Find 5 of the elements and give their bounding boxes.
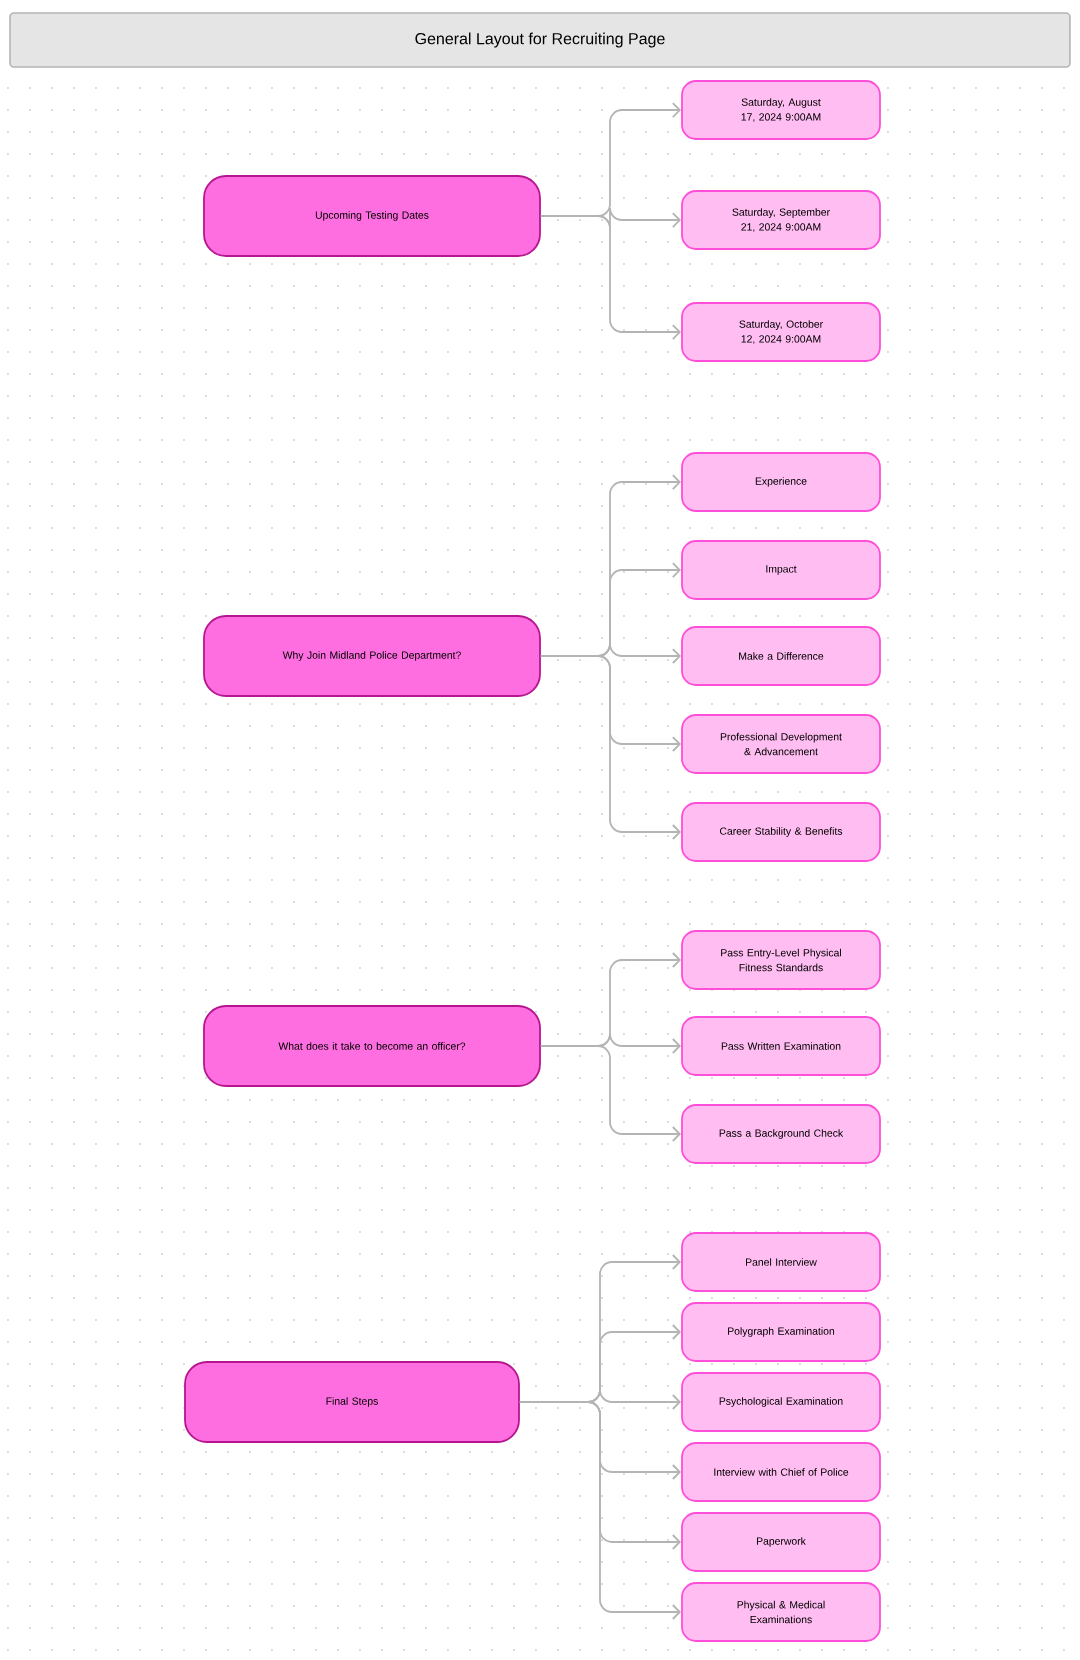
arrow <box>540 655 682 840</box>
arrow <box>540 215 682 340</box>
title-bar: General Layout for Recruiting Page <box>9 12 1071 68</box>
arrow <box>519 1401 682 1620</box>
arrow <box>540 1045 682 1142</box>
